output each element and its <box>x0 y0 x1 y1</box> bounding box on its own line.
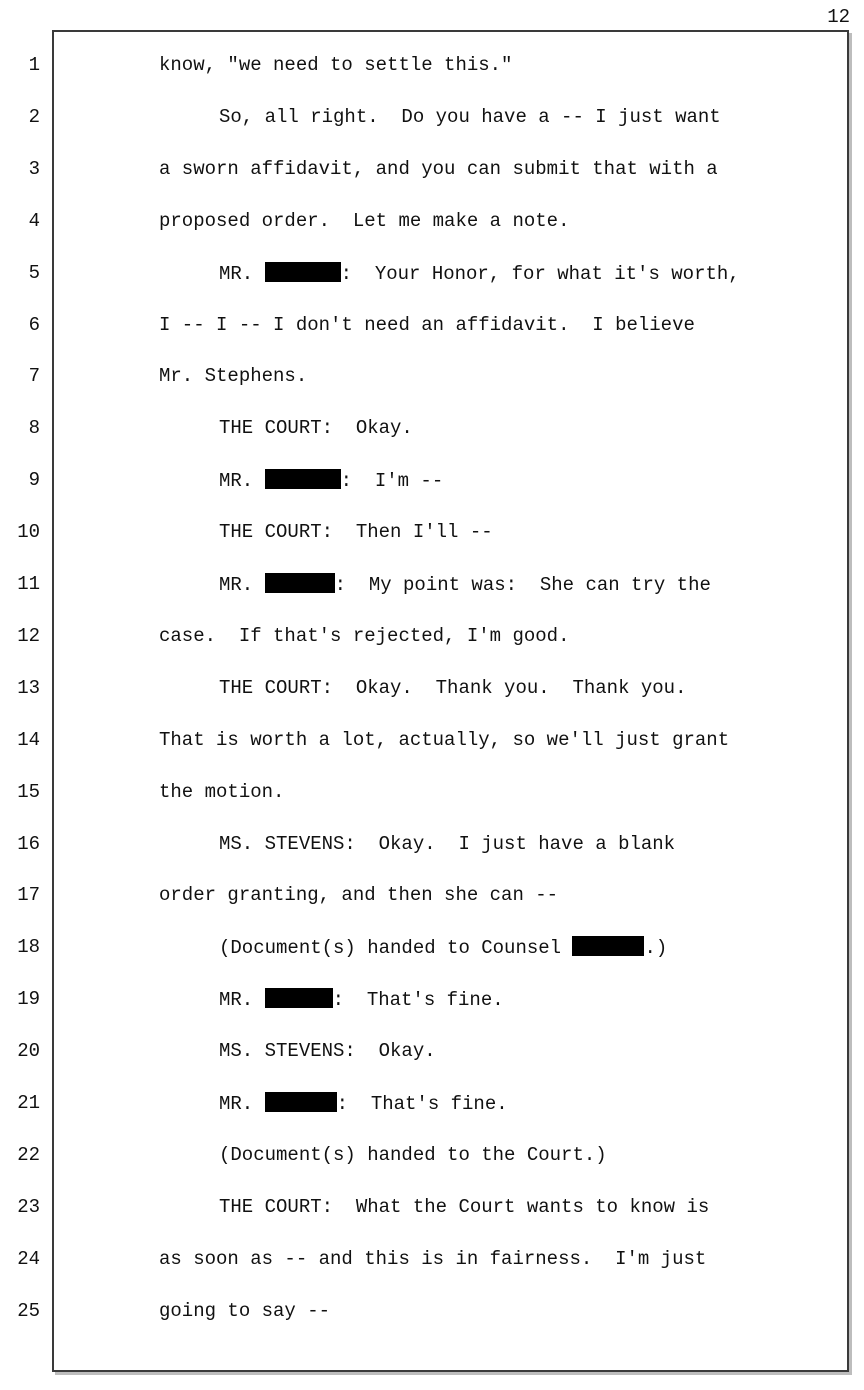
line-text: Mr. Stephens. <box>159 365 308 388</box>
page-number: 12 <box>827 6 850 28</box>
line-text: .) <box>644 937 668 960</box>
line-text: That is worth a lot, actually, so we'll … <box>159 728 730 751</box>
line-text: case. If that's rejected, I'm good. <box>159 624 570 647</box>
redaction-bar <box>264 261 341 282</box>
transcript-frame <box>52 30 849 1372</box>
transcript-line: MR. : That's fine. <box>219 988 504 1011</box>
line-number: 24 <box>17 1247 40 1270</box>
transcript-line: MS. STEVENS: Okay. <box>219 1040 436 1062</box>
transcript-line: a sworn affidavit, and you can submit th… <box>159 158 718 180</box>
line-text: THE COURT: Okay. <box>219 417 413 440</box>
transcript-line: MR. : Your Honor, for what it's worth, <box>219 261 740 285</box>
line-text: know, "we need to settle this." <box>159 54 513 76</box>
line-text: order granting, and then she can -- <box>159 884 559 907</box>
line-number: 7 <box>28 365 40 388</box>
line-number: 12 <box>17 624 40 647</box>
line-text: (Document(s) handed to Counsel <box>219 937 573 960</box>
line-number: 11 <box>17 573 40 595</box>
line-text: (Document(s) handed to the Court.) <box>219 1143 607 1166</box>
line-number: 20 <box>17 1040 40 1063</box>
transcript-line: as soon as -- and this is in fairness. I… <box>159 1248 706 1270</box>
line-number: 22 <box>17 1143 40 1166</box>
redaction-bar <box>264 988 333 1009</box>
transcript-line: the motion. <box>159 781 284 803</box>
transcript-line: know, "we need to settle this." <box>159 54 512 76</box>
redaction-bar <box>264 469 341 490</box>
line-text: : That's fine. <box>332 989 504 1012</box>
line-number: 19 <box>17 988 40 1011</box>
transcript-line: Mr. Stephens. <box>159 365 307 387</box>
line-number: 17 <box>17 884 40 907</box>
line-text: THE COURT: Then I'll -- <box>219 521 493 544</box>
line-number: 23 <box>17 1195 40 1218</box>
line-text: as soon as -- and this is in fairness. I… <box>159 1247 707 1270</box>
line-text: the motion. <box>159 780 285 803</box>
line-number: 3 <box>28 157 40 180</box>
line-text: MR. <box>219 989 265 1012</box>
redaction-bar <box>264 573 335 593</box>
line-number: 6 <box>28 313 40 336</box>
line-text: going to say -- <box>159 1299 331 1322</box>
transcript-line: MS. STEVENS: Okay. I just have a blank <box>219 833 675 855</box>
line-text: : Your Honor, for what it's worth, <box>340 262 740 285</box>
line-number: 4 <box>28 209 40 232</box>
line-number: 9 <box>28 469 40 492</box>
transcript-line: So, all right. Do you have a -- I just w… <box>219 106 721 128</box>
line-text: : I'm -- <box>340 470 444 493</box>
line-number: 16 <box>17 832 40 855</box>
line-text: proposed order. Let me make a note. <box>159 209 570 232</box>
line-text: a sworn affidavit, and you can submit th… <box>159 157 718 180</box>
line-text: MS. STEVENS: Okay. I just have a blank <box>219 832 676 855</box>
transcript-line: (Document(s) handed to the Court.) <box>219 1144 607 1166</box>
line-number: 5 <box>28 261 40 284</box>
line-number: 1 <box>28 54 40 76</box>
line-text: : My point was: She can try the <box>334 574 711 596</box>
transcript-line: THE COURT: Okay. Thank you. Thank you. <box>219 677 686 699</box>
line-number: 2 <box>28 105 40 128</box>
line-text: : That's fine. <box>336 1093 508 1115</box>
transcript-line: MR. : I'm -- <box>219 469 443 492</box>
redaction-bar <box>264 1092 337 1112</box>
line-text: MS. STEVENS: Okay. <box>219 1040 436 1063</box>
line-text: So, all right. Do you have a -- I just w… <box>219 105 721 128</box>
line-text: THE COURT: What the Court wants to know … <box>219 1195 710 1218</box>
line-number: 15 <box>17 780 40 803</box>
line-number: 25 <box>17 1299 40 1322</box>
transcript-line: case. If that's rejected, I'm good. <box>159 625 569 647</box>
transcript-line: going to say -- <box>159 1300 330 1322</box>
transcript-line: proposed order. Let me make a note. <box>159 210 569 232</box>
line-number: 18 <box>17 936 40 959</box>
redaction-bar <box>572 936 645 957</box>
transcript-line: THE COURT: Okay. <box>219 417 413 439</box>
line-text: MR. <box>219 574 265 596</box>
line-number: 8 <box>28 417 40 440</box>
line-text: MR. <box>219 470 265 493</box>
line-number: 21 <box>17 1092 40 1114</box>
transcript-line: MR. : My point was: She can try the <box>219 573 711 596</box>
line-number: 14 <box>17 728 40 751</box>
line-text: MR. <box>219 262 265 285</box>
transcript-line: That is worth a lot, actually, so we'll … <box>159 729 729 751</box>
transcript-line: THE COURT: Then I'll -- <box>219 521 493 543</box>
line-text: I -- I -- I don't need an affidavit. I b… <box>159 313 695 336</box>
transcript-line: (Document(s) handed to Counsel .) <box>219 936 667 959</box>
line-number: 10 <box>17 521 40 544</box>
line-text: THE COURT: Okay. Thank you. Thank you. <box>219 676 687 699</box>
line-number: 13 <box>17 676 40 699</box>
transcript-line: I -- I -- I don't need an affidavit. I b… <box>159 314 695 336</box>
line-text: MR. <box>219 1093 265 1115</box>
transcript-line: THE COURT: What the Court wants to know … <box>219 1196 709 1218</box>
transcript-line: order granting, and then she can -- <box>159 884 558 906</box>
transcript-line: MR. : That's fine. <box>219 1092 508 1115</box>
